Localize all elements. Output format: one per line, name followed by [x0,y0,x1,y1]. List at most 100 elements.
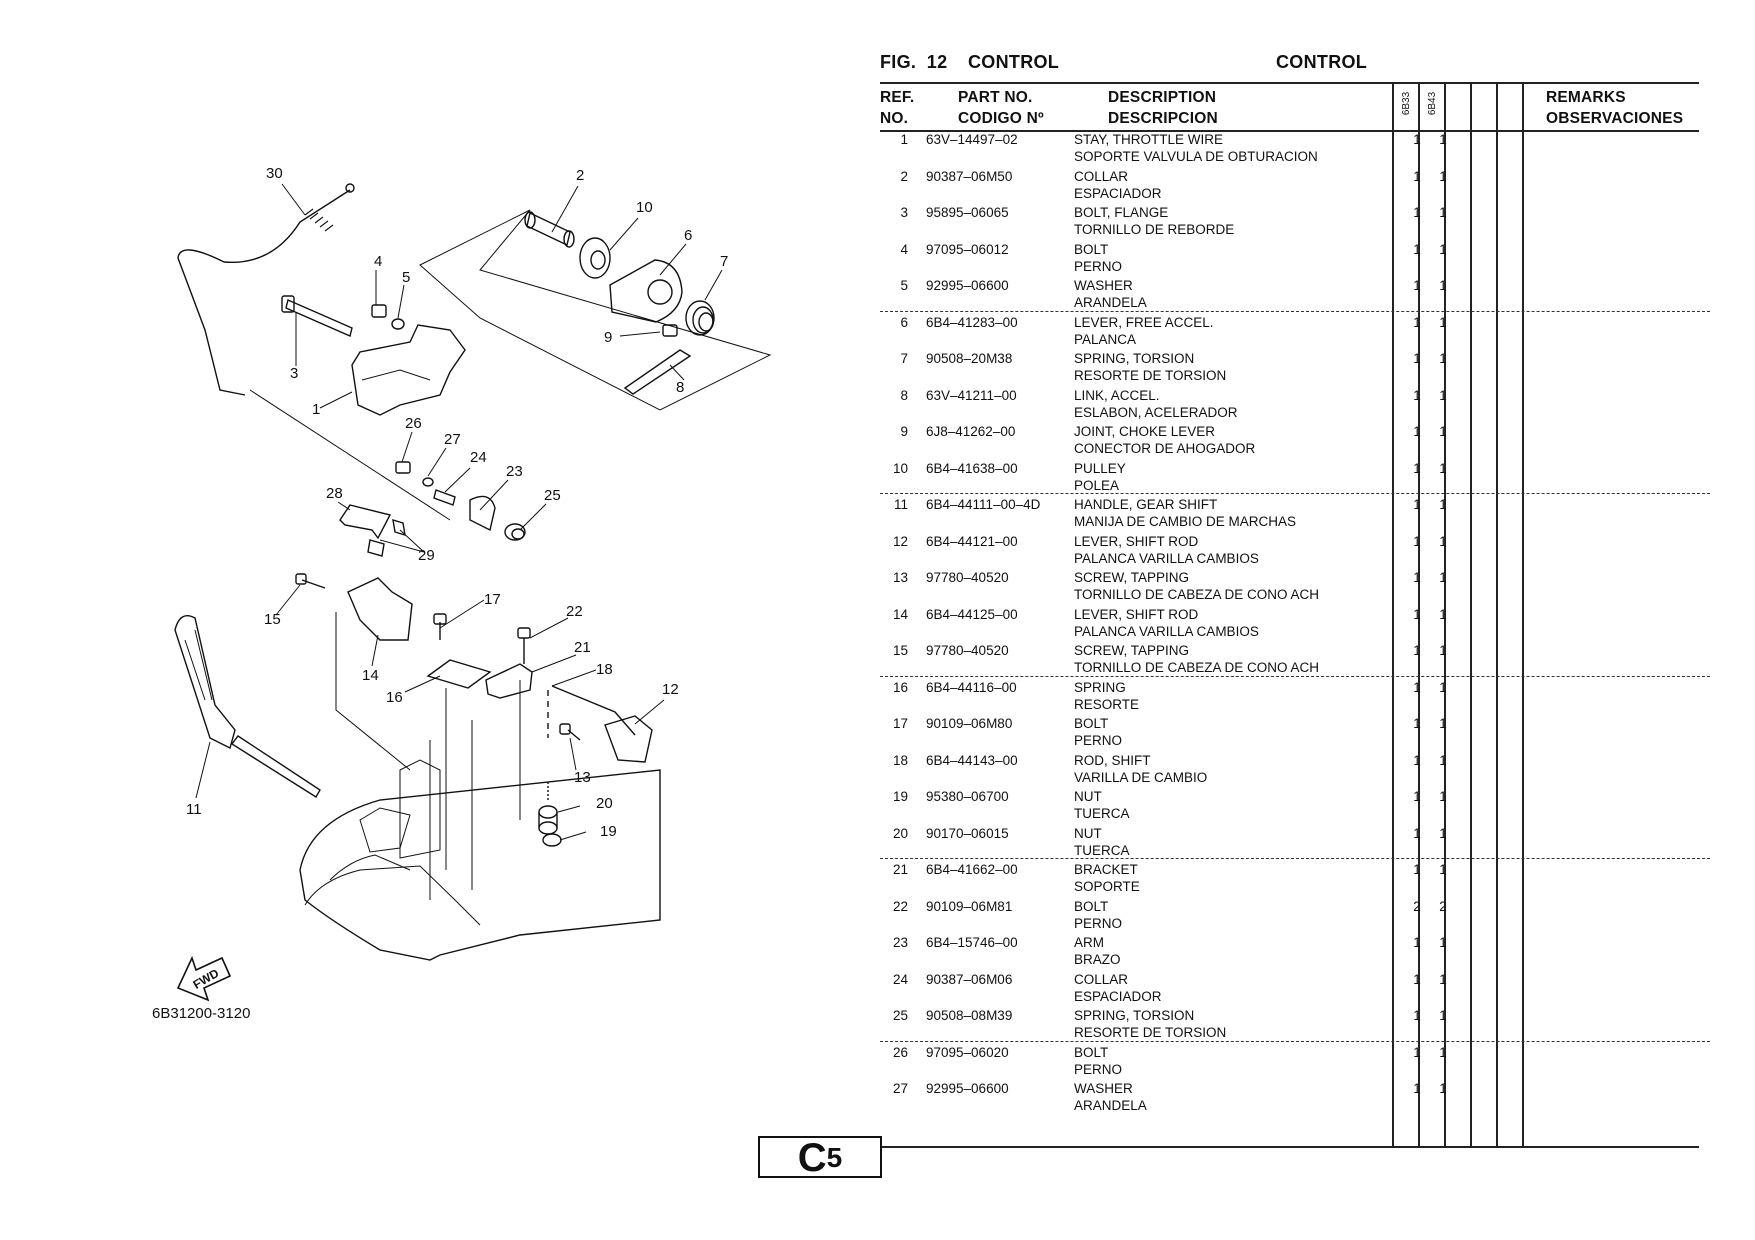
part-number-cell: 6B4–44143–00 [926,752,1018,768]
fig-title: CONTROL [968,52,1060,72]
torsion-spring-7 [685,300,715,336]
page-badge-number: 5 [826,1142,843,1173]
diagram-code: 6B31200-3120 [152,1005,250,1022]
callout-number: 27 [444,431,461,448]
part-number-cell: 97780–40520 [926,643,1009,658]
qty-6b43-cell: 1 [1439,570,1447,585]
description-es-cell: PALANCA VARILLA CAMBIOS [1074,623,1259,639]
gear-shift-handle [174,615,236,750]
group-separator [880,676,1710,677]
collar-part [526,211,571,247]
model-col-1: 6B33 [1401,91,1413,116]
part-number-cell: 90508–20M38 [926,351,1013,366]
bottom-rule [880,1146,1699,1148]
col-divider [1470,82,1472,1147]
qty-6b43-cell: 1 [1439,1008,1447,1023]
description-es-cell: PALANCA VARILLA CAMBIOS [1074,550,1259,566]
part-number-cell: 6B4–41283–00 [926,314,1018,330]
qty-6b33-cell: 1 [1413,460,1421,476]
shift-rod-lever-12 [604,715,653,763]
group-separator [880,1041,1710,1042]
description-en-cell: LEVER, SHIFT ROD [1074,606,1199,622]
callout-number: 13 [574,769,591,786]
callout-number: 6 [684,227,692,244]
description-en-cell: SPRING [1074,679,1126,695]
qty-6b33-cell: 2 [1413,898,1421,914]
description-en-cell: BOLT [1074,716,1109,731]
free-accel-lever [609,259,683,323]
qty-6b43-cell: 1 [1439,351,1447,366]
callout-number: 16 [386,689,403,706]
qty-6b43-cell: 2 [1439,898,1447,914]
col-remarks-en: REMARKS [1546,89,1626,106]
cable-spring [304,208,334,232]
description-es-cell: TORNILLO DE CABEZA DE CONO ACH [1074,587,1320,602]
ref-cell: 24 [892,971,908,987]
col-divider [1522,82,1524,1147]
callout-number: 29 [418,547,435,564]
qty-6b43-cell: 1 [1439,789,1447,804]
ref-cell: 23 [892,935,908,950]
callout-number: 19 [600,823,617,840]
part-number-cell: 95895–06065 [926,205,1009,220]
part-number-cell: 90387–06M06 [926,971,1013,987]
callout-number: 28 [326,485,343,502]
col-part-en: PART NO. [958,89,1033,106]
qty-6b33-cell: 1 [1413,205,1421,220]
description-en-cell: SCREW, TAPPING [1074,570,1190,585]
qty-6b43-cell: 1 [1439,935,1447,950]
part-number-cell: 6B4–44116–00 [926,679,1017,695]
callout-number: 17 [484,591,501,608]
description-es-cell: CONECTOR DE AHOGADOR [1074,441,1256,456]
qty-6b33-cell: 1 [1413,570,1421,585]
callout-number: 12 [662,681,679,698]
description-en-cell: NUT [1074,789,1102,804]
part-number-cell: 90508–08M39 [926,1008,1013,1023]
callout-number: 5 [402,269,410,286]
qty-6b43-cell: 1 [1439,314,1447,330]
group-separator [880,858,1710,859]
description-es-cell: ESPACIADOR [1074,988,1162,1004]
qty-6b33-cell: 1 [1413,278,1421,293]
qty-6b43-cell: 1 [1439,1044,1447,1060]
col-remarks-es: OBSERVACIONES [1546,110,1684,127]
description-es-cell: POLEA [1074,477,1120,493]
callout-number: 24 [470,449,487,466]
description-es-cell: TUERCA [1074,806,1130,821]
qty-6b43-cell: 1 [1439,278,1447,293]
part-number-cell: 92995–06600 [926,1081,1009,1096]
description-en-cell: BOLT, FLANGE [1074,205,1169,220]
fwd-arrow-icon [176,955,232,1002]
description-es-cell: PALANCA [1074,331,1137,347]
throttle-wire-stay [351,324,466,416]
description-es-cell: RESORTE DE TORSION [1074,1025,1227,1040]
col-desc-header: DESCRIPTION DESCRIPCION [1108,87,1218,129]
qty-6b33-cell: 1 [1413,1044,1421,1060]
ref-cell: 14 [892,606,908,622]
qty-6b33-cell: 1 [1413,533,1421,549]
callout-number: 7 [720,253,728,270]
description-es-cell: SOPORTE [1074,879,1140,894]
description-en-cell: COLLAR [1074,971,1129,987]
description-es-cell: PERNO [1074,733,1123,748]
description-es-cell: MANIJA DE CAMBIO DE MARCHAS [1074,514,1297,529]
qty-6b43-cell: 1 [1439,168,1447,184]
pulley-part [579,237,611,279]
part-number-cell: 6B4–44111–00–4D [926,497,1041,512]
qty-6b43-cell: 1 [1439,825,1447,841]
ref-cell: 16 [892,679,908,695]
qty-6b43-cell: 1 [1439,752,1447,768]
ref-cell: 12 [892,533,908,549]
qty-6b33-cell: 1 [1413,168,1421,184]
description-en-cell: BRACKET [1074,862,1138,877]
